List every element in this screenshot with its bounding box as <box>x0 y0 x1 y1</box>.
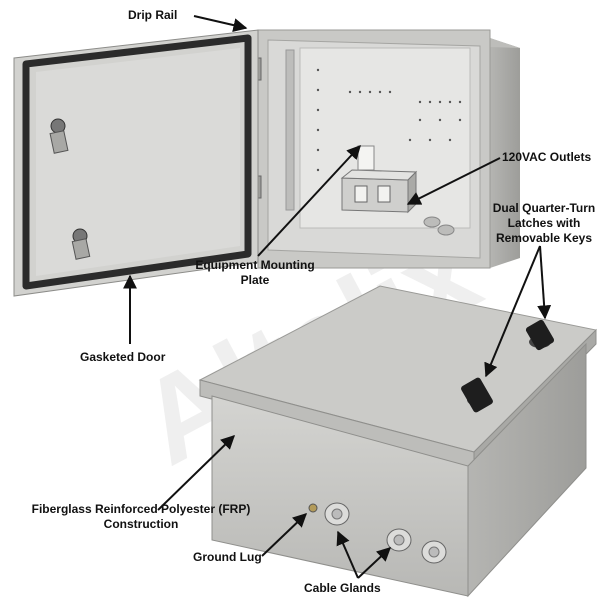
label-cable-glands: Cable Glands <box>304 581 381 595</box>
plate-holes <box>316 68 462 172</box>
door-lock-top <box>49 118 69 154</box>
arrow-mounting <box>257 144 361 257</box>
arrow-latch-left <box>484 245 541 378</box>
closed-enclosure <box>198 285 598 598</box>
label-latches: Dual Quarter-Turn Latches with Removable… <box>480 201 608 246</box>
din-rail <box>285 49 295 211</box>
callout-arrows <box>123 15 552 579</box>
tag <box>357 145 375 171</box>
door-gasket <box>22 34 252 290</box>
label-latches-line3: Removable Keys <box>495 231 593 245</box>
label-latches-line1: Dual Quarter-Turn <box>492 201 596 215</box>
door-lock-bottom <box>71 228 91 260</box>
label-outlets: 120VAC Outlets <box>502 150 592 164</box>
label-frp-line2: Construction <box>103 517 179 531</box>
cable-gland-1 <box>324 502 350 526</box>
label-latches-line2: Latches with <box>507 216 581 230</box>
cabinet-side <box>490 38 520 268</box>
cable-gland-2 <box>386 528 412 552</box>
arrow-gland-1 <box>336 530 359 579</box>
open-enclosure <box>13 29 520 297</box>
label-drip-rail: Drip Rail <box>128 8 178 22</box>
label-mounting-line1: Equipment Mounting <box>195 258 315 272</box>
arrow-outlets <box>406 157 501 205</box>
label-gasketed-door: Gasketed Door <box>80 350 166 364</box>
arrow-frp <box>157 435 236 511</box>
ground-lug <box>308 503 318 513</box>
outlet-box <box>340 169 418 214</box>
label-frp: Fiberglass Reinforced Polyester (FRP) Co… <box>6 502 276 532</box>
arrow-gland-2 <box>357 547 392 579</box>
label-frp-line1: Fiberglass Reinforced Polyester (FRP) <box>31 502 251 516</box>
arrow-ground-lug <box>261 513 308 557</box>
arrow-latch-right <box>537 245 552 320</box>
label-ground-lug: Ground Lug <box>193 550 262 564</box>
label-mounting-line2: Plate <box>240 273 270 287</box>
arrow-drip-rail <box>193 15 248 32</box>
body-right <box>467 342 587 598</box>
latch-left <box>461 377 493 413</box>
door-panel <box>36 48 240 276</box>
cable-gland-3 <box>421 540 447 564</box>
label-mounting-plate: Equipment Mounting Plate <box>180 258 330 288</box>
latch-right <box>525 319 555 351</box>
